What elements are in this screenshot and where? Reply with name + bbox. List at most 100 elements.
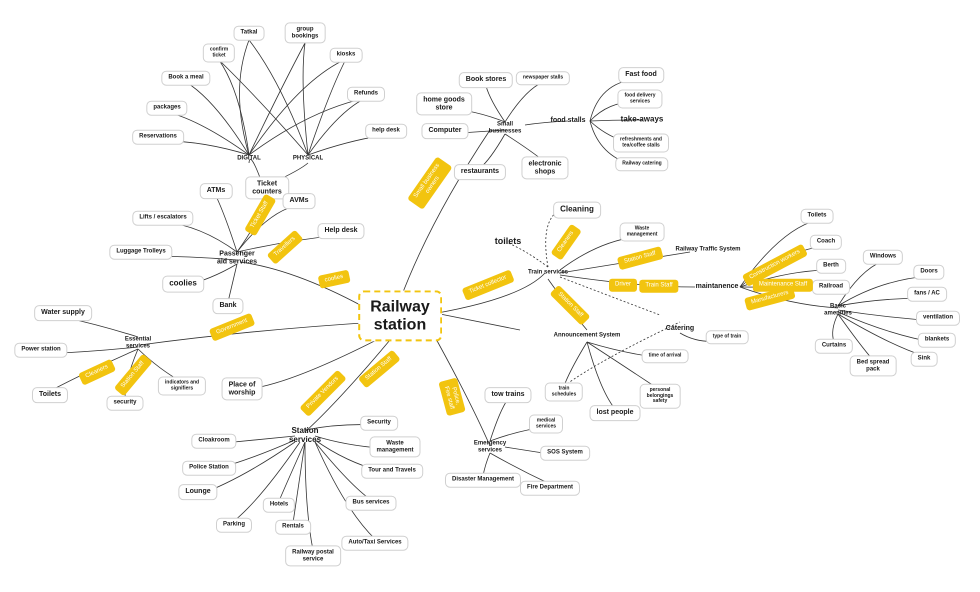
water-supply-node[interactable]: Water supply <box>34 305 92 321</box>
sink-node[interactable]: Sink <box>910 351 938 367</box>
medical-services-node[interactable]: medical services <box>528 414 564 434</box>
bus-services-node[interactable]: Bus services <box>345 495 397 511</box>
physical-node[interactable]: PHYSICAL <box>292 155 324 162</box>
toilets-mid-node[interactable]: toilets <box>494 236 522 247</box>
tag-train-staff[interactable]: Train Staff <box>639 279 679 293</box>
book-meal-node[interactable]: Book a meal <box>161 70 211 86</box>
tatkal-node[interactable]: Tatkal <box>233 25 265 41</box>
catering-node[interactable]: Catering <box>665 325 695 333</box>
tow-trains-node[interactable]: tow trains <box>484 387 532 403</box>
packages-node[interactable]: packages <box>146 100 188 116</box>
toilets-left-node[interactable]: Toilets <box>31 387 69 403</box>
essential-services-node[interactable]: Essential services <box>124 336 152 349</box>
waste-ss-node[interactable]: Waste management <box>369 436 421 458</box>
avms-node[interactable]: AVMs <box>282 193 316 209</box>
atms-node[interactable]: ATMs <box>199 183 233 199</box>
tag-maintenance-staff[interactable]: Maintenance Staff <box>752 278 814 292</box>
tag-driver[interactable]: Driver <box>609 278 637 292</box>
coach-node[interactable]: Coach <box>809 234 843 250</box>
connector-line <box>589 119 643 122</box>
newspaper-stalls-node[interactable]: newspaper stalls <box>515 71 571 85</box>
tour-travels-node[interactable]: Tour and Travels <box>361 463 423 479</box>
police-station-node[interactable]: Police Station <box>182 460 236 476</box>
group-bookings-node[interactable]: group bookings <box>284 22 326 44</box>
lost-people-node[interactable]: lost people <box>589 405 641 421</box>
central-topic[interactable]: Railway station <box>358 290 442 342</box>
restaurants-node[interactable]: restaurants <box>453 164 507 180</box>
cleaning-node[interactable]: Cleaning <box>553 201 601 219</box>
luggage-node[interactable]: Luggage Trolleys <box>109 244 173 260</box>
connector-line <box>489 398 509 442</box>
blankets-node[interactable]: blankets <box>917 332 957 348</box>
passenger-aid-node[interactable]: Passenger aid services <box>216 250 258 265</box>
home-goods-node[interactable]: home goods store <box>416 92 472 116</box>
railway-catering-node[interactable]: Railway catering <box>615 157 669 171</box>
food-delivery-node[interactable]: food delivery services <box>617 89 663 109</box>
kiosks-node[interactable]: kiosks <box>329 47 363 63</box>
emergency-services-node[interactable]: Emergency services <box>473 440 507 453</box>
railway-traffic-node[interactable]: Railway Traffic System <box>675 246 741 253</box>
connector-line <box>304 333 396 433</box>
disaster-node[interactable]: Disaster Management <box>444 472 522 488</box>
basic-amenities-node[interactable]: Basic amenities <box>824 303 852 316</box>
fast-food-node[interactable]: Fast food <box>618 67 664 83</box>
postal-node[interactable]: Railway postal service <box>285 545 341 567</box>
food-stalls-node[interactable]: food stalls <box>550 117 586 125</box>
doors-node[interactable]: Doors <box>913 264 945 280</box>
personal-safety-node[interactable]: personal belongings safety <box>639 383 681 409</box>
indicators-node[interactable]: indicators and signifiers <box>157 376 207 396</box>
connector-line <box>248 39 309 156</box>
reservations-node[interactable]: Reservations <box>132 129 184 145</box>
lifts-node[interactable]: Lifts / escalators <box>132 210 194 226</box>
lounge-node[interactable]: Lounge <box>178 484 218 500</box>
confirm-ticket-node[interactable]: confirm ticket <box>202 43 236 63</box>
connector-line <box>278 441 306 502</box>
windows-node[interactable]: Windows <box>862 249 904 265</box>
cloakroom-node[interactable]: Cloakroom <box>191 433 237 449</box>
auto-taxi-node[interactable]: Auto/Taxi Services <box>341 535 409 551</box>
hotels-node[interactable]: Hotels <box>262 497 296 513</box>
digital-node[interactable]: DIGITAL <box>237 155 261 162</box>
book-stores-node[interactable]: Book stores <box>458 72 514 88</box>
place-of-worship-node[interactable]: Place of worship <box>221 377 263 401</box>
parking-node[interactable]: Parking <box>215 517 253 533</box>
train-schedules-node[interactable]: train schedules <box>544 382 584 402</box>
connector-line <box>215 195 238 253</box>
connector-line <box>399 129 491 301</box>
connector-line <box>507 242 549 268</box>
fire-dept-node[interactable]: Fire Department <box>519 480 581 496</box>
curtains-node[interactable]: Curtains <box>814 338 854 354</box>
waste-management-top-node[interactable]: Waste management <box>619 222 665 242</box>
connector-line <box>248 42 306 156</box>
computer-node[interactable]: Computer <box>421 123 469 139</box>
maintanence-node[interactable]: maintanence <box>695 283 739 291</box>
type-of-train-node[interactable]: type of train <box>705 330 749 344</box>
rentals-node[interactable]: Rentals <box>275 519 311 535</box>
ventilation-node[interactable]: ventilation <box>915 310 961 326</box>
refreshments-node[interactable]: refreshments and tea/coffee stalls <box>613 133 669 153</box>
help-desk-node[interactable]: Help desk <box>317 223 365 239</box>
station-services-node[interactable]: Station services <box>288 426 322 444</box>
power-station-node[interactable]: Power station <box>14 342 68 358</box>
berth-node[interactable]: Berth <box>816 258 846 274</box>
coolies-node[interactable]: coolies <box>162 275 204 293</box>
refunds-node[interactable]: Refunds <box>347 86 385 102</box>
take-aways-node[interactable]: take-aways <box>620 114 664 124</box>
sos-node[interactable]: SOS System <box>540 445 590 461</box>
security-left-node[interactable]: security <box>106 395 144 411</box>
bed-spread-node[interactable]: Bed spread pack <box>849 355 897 377</box>
train-services-node[interactable]: Train services <box>527 269 569 276</box>
announcement-node[interactable]: Announcement System <box>553 332 621 339</box>
bank-node[interactable]: Bank <box>212 298 244 314</box>
toilets-right-node[interactable]: Toilets <box>800 208 834 224</box>
security-ss-node[interactable]: Security <box>360 415 398 431</box>
help-desk-small-node[interactable]: help desk <box>365 123 407 139</box>
railroad-node[interactable]: Railroad <box>811 279 851 295</box>
small-businesses-node[interactable]: Small businesses <box>488 121 522 134</box>
fans-node[interactable]: fans / AC <box>907 286 947 302</box>
connector-line <box>429 327 491 447</box>
time-of-arrival-node[interactable]: time of arrival <box>641 349 689 363</box>
electronic-shops-node[interactable]: electronic shops <box>521 156 569 180</box>
ticket-counters-node[interactable]: Ticket counters <box>245 176 289 200</box>
connector-line <box>227 263 238 303</box>
